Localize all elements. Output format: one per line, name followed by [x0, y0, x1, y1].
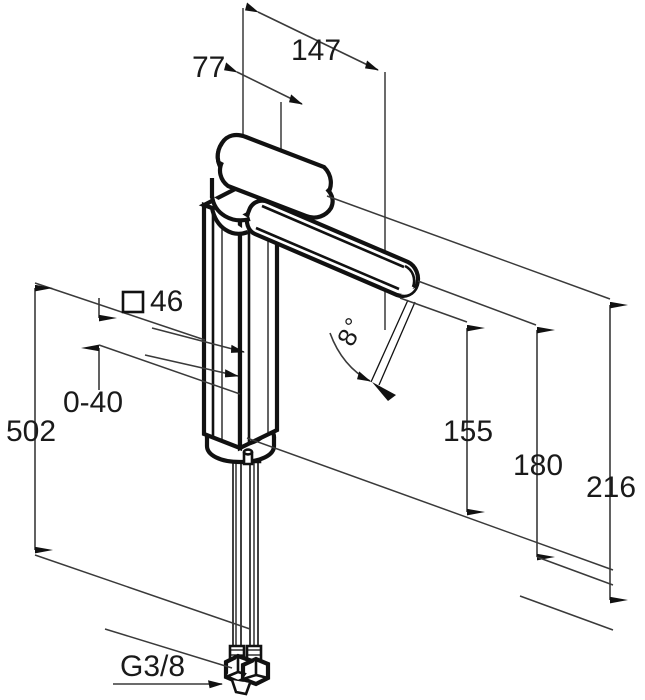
- top-dimension-group: 147 77: [192, 2, 386, 330]
- extension-line-216-top: [326, 195, 611, 300]
- dimension-label-180: 180: [513, 449, 563, 482]
- extension-line-180-top: [417, 280, 537, 326]
- lever-handle: [209, 132, 335, 223]
- extension-line-0-40: [98, 344, 241, 395]
- supply-hose-left: [232, 449, 242, 652]
- supply-hose-right: [249, 452, 259, 652]
- hex-connector: [223, 653, 271, 696]
- dimension-line-147: [245, 2, 379, 71]
- angle-annotation-8deg: 8 °: [329, 299, 416, 401]
- dimension-label-77: 77: [192, 51, 225, 84]
- extension-line-216-bottom: [519, 595, 614, 631]
- thread-annotation-group: G3/8: [104, 628, 233, 689]
- dimension-label-216: 216: [586, 471, 636, 504]
- dimension-label-147: 147: [291, 34, 341, 67]
- leader-line-46-a: [151, 327, 245, 353]
- dimension-label-g38: G3/8: [120, 650, 185, 683]
- stream-centerline-2: [378, 301, 416, 386]
- left-dimension-group: 502 0-40 46: [6, 282, 251, 630]
- dimension-label-502: 502: [6, 415, 56, 448]
- square-46-annotation: 46: [121, 285, 183, 318]
- dimension-label-155: 155: [443, 415, 493, 448]
- square-section-symbol: [121, 290, 145, 314]
- dimension-line-77: [224, 62, 303, 105]
- extension-line-155-top: [399, 297, 468, 323]
- dimension-label-0-40: 0-40: [63, 386, 123, 419]
- extension-line-180-bottom: [536, 556, 614, 586]
- stream-centerline: [370, 299, 409, 383]
- extension-line-502-top: [34, 282, 206, 341]
- extension-line-502-bottom: [34, 554, 251, 630]
- angle-arc-8deg: [329, 332, 371, 382]
- right-dimension-group: 155 180 216: [246, 195, 636, 631]
- leader-line-g38-diagonal: [104, 628, 233, 669]
- leader-line-46-b: [144, 354, 239, 378]
- faucet-assembly: [198, 132, 421, 696]
- dimension-label-46: 46: [150, 285, 183, 318]
- angle-arrow-tip: [372, 382, 396, 401]
